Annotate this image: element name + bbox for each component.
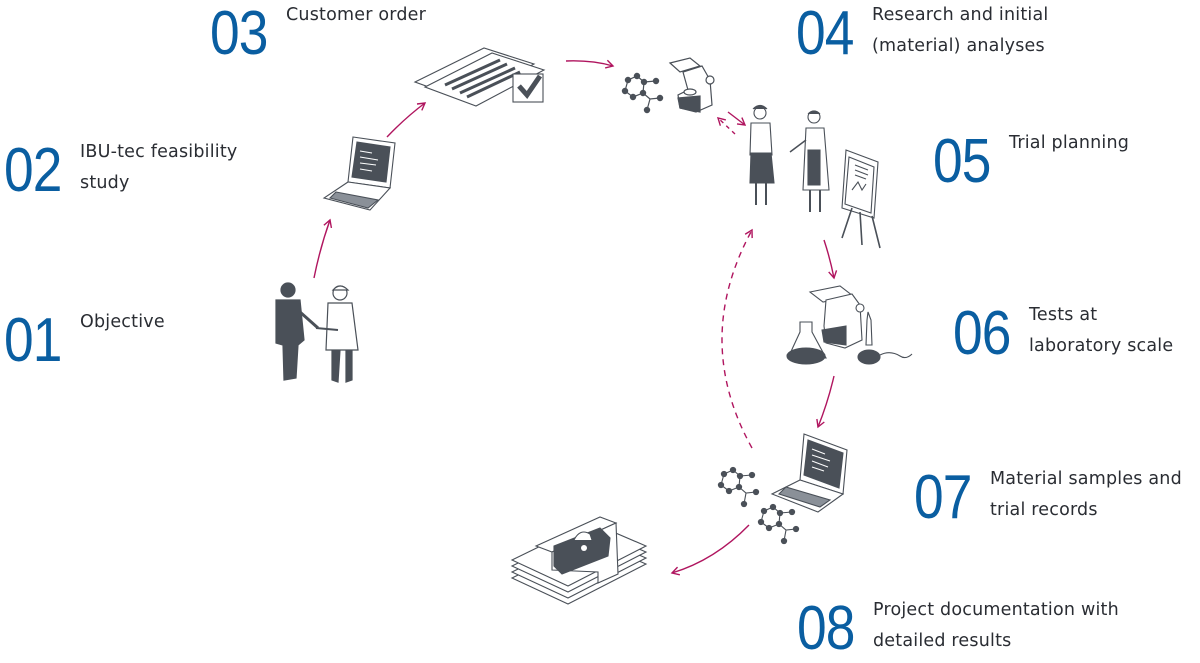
lab-equipment-icon <box>786 285 913 365</box>
arrow-06-to-07 <box>816 375 835 429</box>
step-number: 02 <box>4 136 62 205</box>
step-label-line: Project documentation with <box>873 600 1119 620</box>
step-label: Trial planning <box>1009 128 1129 159</box>
step-01: 01 Objective <box>4 306 165 375</box>
step-02: 02 IBU-tec feasibility study <box>4 136 237 205</box>
document-check-icon <box>413 47 546 107</box>
step-number: 04 <box>796 0 854 68</box>
step-03: 03 Customer order <box>210 0 426 68</box>
step-label: Objective <box>80 307 165 338</box>
step-label: Research and initial (material) analyses <box>872 0 1048 62</box>
step-label: Tests at laboratory scale <box>1029 300 1173 362</box>
step-label-line: trial records <box>990 500 1098 520</box>
step-label: Material samples and trial records <box>990 464 1182 526</box>
step-08: 08 Project documentation with detailed r… <box>797 594 1119 663</box>
arrow-07-to-08 <box>670 524 750 576</box>
step-04: 04 Research and initial (material) analy… <box>796 0 1048 68</box>
step-label-line: IBU-tec feasibility <box>80 142 238 162</box>
step-label-line: Trial planning <box>1009 133 1130 153</box>
step-number: 05 <box>933 127 991 196</box>
step-label: Project documentation with detailed resu… <box>873 595 1119 657</box>
step-number: 06 <box>953 299 1011 368</box>
step-label-line: detailed results <box>873 631 1012 651</box>
step-label-line: Research and initial <box>872 5 1049 25</box>
laptop-icon <box>322 136 396 211</box>
step-label: Customer order <box>286 0 426 31</box>
laptop-molecule-icon <box>717 433 848 545</box>
step-07: 07 Material samples and trial records <box>914 463 1182 532</box>
arrow-05-to-06 <box>823 239 838 280</box>
arrow-04-to-05 <box>727 111 747 126</box>
step-label-line: Material samples and <box>990 469 1182 489</box>
arrow-05-to-04-dashed <box>716 117 736 135</box>
step-label-line: study <box>80 173 130 193</box>
meeting-flipchart-icon <box>749 104 881 249</box>
step-label: IBU-tec feasibility study <box>80 137 237 199</box>
step-05: 05 Trial planning <box>933 127 1129 196</box>
step-label-line: Tests at <box>1029 305 1098 325</box>
step-label-line: Objective <box>80 312 165 332</box>
arrow-01-to-02 <box>313 218 333 279</box>
arrow-02-to-03 <box>386 102 427 138</box>
molecule-microscope-icon <box>621 57 715 114</box>
locked-documents-icon <box>510 516 648 605</box>
step-06: 06 Tests at laboratory scale <box>953 299 1173 368</box>
step-label-line: Customer order <box>286 5 427 25</box>
step-number: 01 <box>4 306 62 375</box>
step-number: 07 <box>914 463 972 532</box>
step-number: 08 <box>797 594 855 663</box>
arrow-07-to-05-dashed <box>721 228 753 449</box>
arrow-03-to-04 <box>565 59 615 69</box>
step-label-line: laboratory scale <box>1029 336 1174 356</box>
handshake-people-icon <box>275 282 359 383</box>
step-number: 03 <box>210 0 268 68</box>
step-label-line: (material) analyses <box>872 36 1045 56</box>
